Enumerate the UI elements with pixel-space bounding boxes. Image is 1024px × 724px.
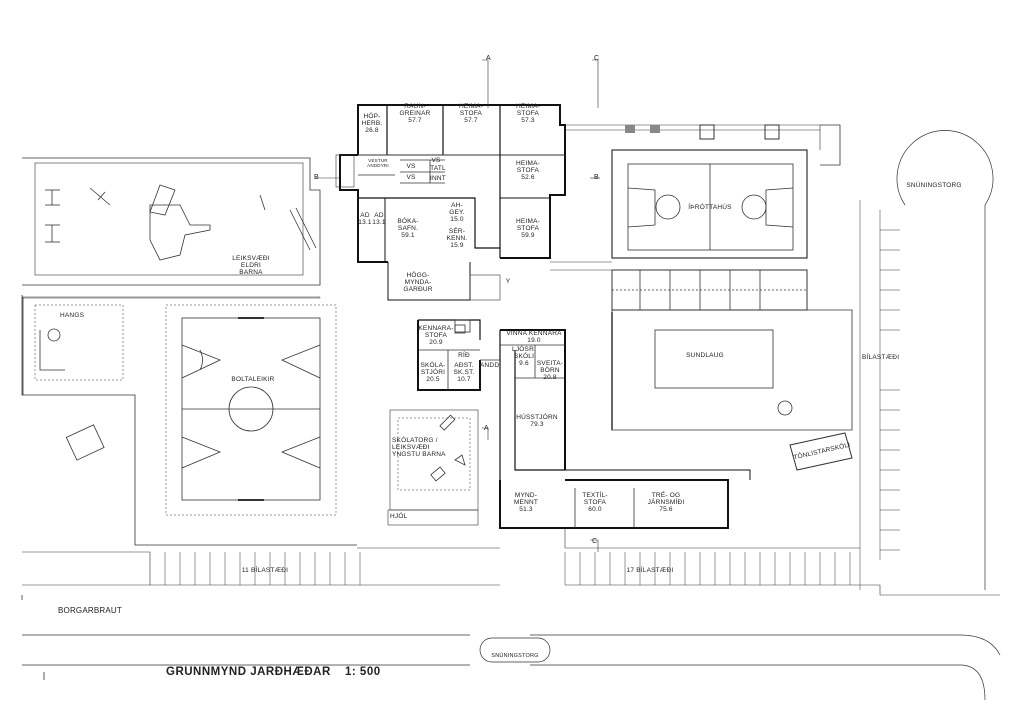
schoolyard: [389, 409, 479, 511]
area-bilastaedi-17: 17 BÍLASTÆÐI: [626, 567, 674, 574]
room-ad-2: AD 13.1: [372, 212, 386, 226]
drawing-title: GRUNNMYND JARÐHÆÐAR: [166, 666, 331, 678]
parking-stalls-right: [859, 200, 900, 590]
room-vs-1: VS: [406, 163, 416, 170]
room-heimastofa-4: HEIMA- STOFA 59.9: [516, 218, 540, 239]
room-vs-3: VS: [431, 157, 441, 164]
room-raungreinar: RAUN- GREINAR 57.7: [399, 103, 431, 124]
room-rid: RÍÐ: [458, 352, 470, 359]
gym-court: [627, 163, 794, 251]
section-mark-a-bottom: A: [484, 425, 489, 432]
room-y: Y: [505, 278, 511, 285]
room-myndmennt: MYND- MENNT 51.3: [513, 492, 539, 513]
parking-stalls-17: [564, 552, 851, 585]
room-textilstofa: TEXTÍL- STOFA 60.0: [582, 492, 608, 513]
roundabout-bottom: [479, 637, 551, 663]
site-boundary-left: [22, 157, 321, 286]
room-anddyri: ANDD.: [480, 362, 502, 369]
street-label: BORGARBRAUT: [58, 606, 122, 615]
room-innt: INNT: [430, 175, 446, 182]
area-hjol: HJÓL: [390, 513, 408, 520]
room-kennarastofa: KENNARA- STOFA 20.9: [418, 325, 454, 346]
room-vestur-anddyri: VESTUR ANDDYRI: [367, 158, 389, 168]
area-bilastaedi-right: BÍLASTÆÐI: [862, 354, 900, 361]
hangs-area: [34, 304, 124, 381]
play-area-elder: [34, 162, 304, 276]
room-tatl: TATL: [430, 165, 446, 172]
playground-equipment: [39, 184, 466, 482]
room-heimastofa-2: HEIMA- STOFA 57.3: [516, 103, 540, 124]
room-vs-2: VS: [406, 174, 416, 181]
area-hangs: HANGS: [60, 312, 85, 319]
area-boltaleikir: BOLTALEIKIR: [231, 376, 275, 383]
area-bilastaedi-11: 11 BÍLASTÆÐI: [241, 567, 289, 574]
section-mark-a-top: A: [486, 55, 491, 62]
room-heimastofa-1: HEIMA- STOFA 57.7: [459, 103, 483, 124]
room-vinna-kennara: VINNA KENNARA 19.0: [506, 330, 562, 344]
area-ithrottahus: ÍÞRÓTTAHÚS: [688, 204, 732, 211]
room-ahgey: AH- GEY. 15.0: [449, 202, 465, 223]
section-mark-c-top: C: [594, 55, 600, 62]
room-sveitaborn: SVEITA- BÖRN 20.8: [536, 360, 564, 381]
roundabout-top: [896, 130, 994, 590]
area-snuningstorg-top: SNÚNINGSTORG: [906, 182, 962, 189]
room-adst: AÐST. SK.ST. 10.7: [453, 362, 475, 383]
parking-stalls-11: [164, 552, 361, 585]
room-bokasafn: BÓKA- SAFN. 59.1: [397, 218, 419, 239]
area-sundlaug: SUNDLAUG: [686, 352, 724, 359]
drawing-scale: 1: 500: [345, 666, 381, 678]
section-mark-b-left: B: [314, 174, 319, 181]
gym-building: [611, 149, 808, 259]
section-mark-c-bottom: C: [592, 538, 598, 545]
pool-building: [611, 309, 853, 431]
roundabout-label: SNÚNINGSTORG: [491, 653, 539, 659]
section-mark-b-right: B: [594, 174, 599, 181]
site-boundary-mid: [22, 296, 321, 299]
area-leiksvaedi-eldri-barna: LEIKSVÆÐI ELDRI BARNA: [232, 255, 270, 276]
room-hoggmyndagardur: HÖGG- MYNDA- GARÐUR: [403, 272, 433, 293]
room-heimastofa-3: HEIMA- STOFA 52.6: [516, 160, 540, 181]
room-serkenn: SÉR- KENN. 15.9: [446, 228, 468, 249]
area-skolatorg: SKÓLATORG / LEIKSVÆÐI YNGSTU BARNA: [392, 437, 446, 458]
room-ad-1: AD 13.1: [358, 212, 372, 226]
ballcourt-outer: [165, 304, 337, 516]
room-hopherb: HÓP- HERB. 26.8: [361, 113, 383, 134]
music-school: [789, 432, 853, 471]
room-husstjorn: HÚSSTJÓRN 79.3: [516, 414, 558, 428]
room-ljosr: LJÓSR. SKÓLI 9.6: [512, 346, 536, 367]
room-skolastjori: SKÓLA- STJÓRI 20.5: [420, 362, 446, 383]
pool: [654, 329, 774, 389]
room-tre-og-jarnsmidi: TRÉ- OG JÁRNSMÍÐI 75.6: [647, 492, 685, 513]
